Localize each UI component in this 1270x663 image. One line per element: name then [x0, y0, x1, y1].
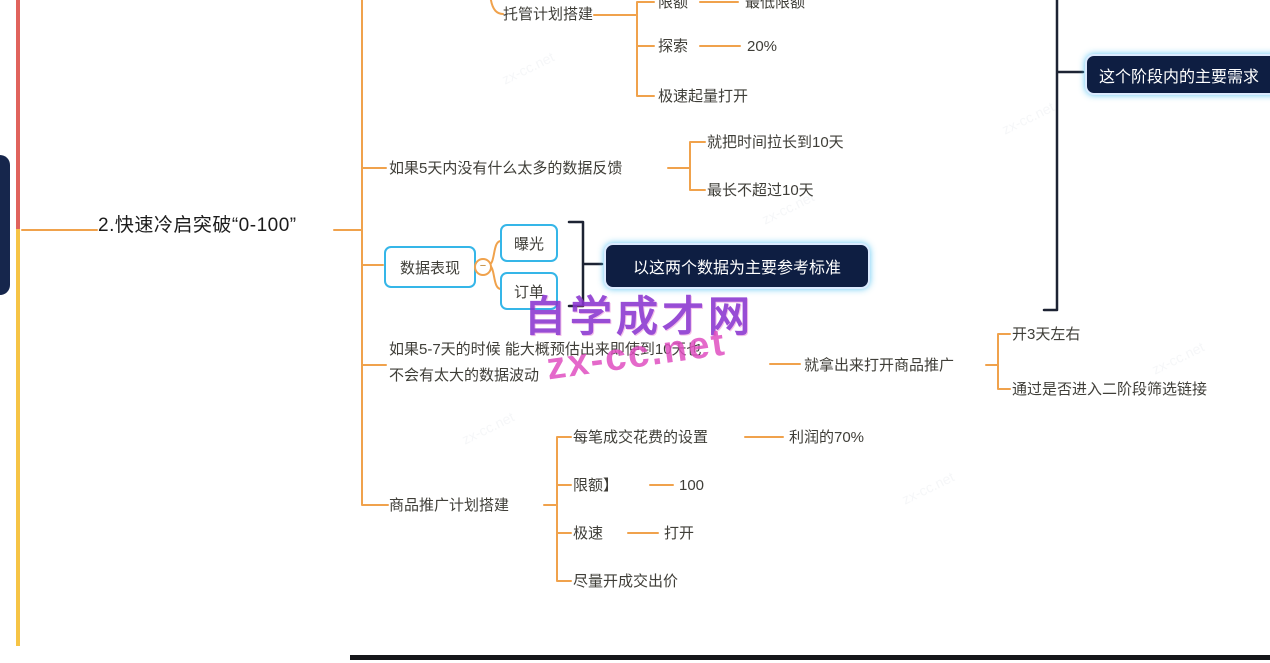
node-stage-two-filter[interactable]: 通过是否进入二阶段筛选链接 — [1012, 381, 1208, 398]
node-five-seven-day[interactable]: 如果5-7天的时候 能大概预估出来即使到10天也 不会有太大的数据波动 — [389, 337, 702, 389]
node-promo-rapid-value[interactable]: 打开 — [664, 525, 695, 542]
node-five-day-feedback[interactable]: 如果5天内没有什么太多的数据反馈 — [389, 160, 623, 177]
node-explore[interactable]: 探索 — [658, 38, 689, 55]
node-cost-per-order-value[interactable]: 利润的70% — [789, 429, 865, 446]
node-product-promo-plan[interactable]: 商品推广计划搭建 — [389, 497, 510, 514]
video-progress-bar[interactable] — [350, 655, 1270, 660]
branch-line-yellow — [16, 229, 20, 646]
node-orders[interactable]: 订单 — [500, 272, 558, 310]
callout-stage-requirement[interactable]: 这个阶段内的主要需求 — [1085, 54, 1270, 95]
node-promo-rapid[interactable]: 极速 — [573, 525, 604, 542]
node-three-days[interactable]: 开3天左右 — [1012, 326, 1081, 343]
node-explore-value[interactable]: 20% — [747, 38, 778, 55]
node-rapid-boost[interactable]: 极速起量打开 — [658, 88, 749, 105]
node-extend-to-10-days[interactable]: 就把时间拉长到10天 — [707, 134, 844, 151]
node-limit-value[interactable]: 最低限额 — [745, 0, 806, 11]
node-root[interactable]: 2.快速冷启突破“0-100” — [98, 215, 297, 236]
watermark-title: 自学成才网 — [524, 293, 755, 340]
node-max-10-days[interactable]: 最长不超过10天 — [707, 182, 814, 199]
node-five-seven-day-line1: 如果5-7天的时候 能大概预估出来即使到10天也 — [389, 341, 702, 358]
node-open-promo[interactable]: 就拿出来打开商品推广 — [804, 357, 955, 374]
node-promo-limit[interactable]: 限额】 — [573, 477, 619, 494]
node-five-seven-day-line2: 不会有太大的数据波动 — [389, 367, 540, 384]
branch-line-red — [16, 0, 20, 231]
node-promo-bid[interactable]: 尽量开成交出价 — [573, 573, 679, 590]
callout-metrics-standard[interactable]: 以这两个数据为主要参考标准 — [604, 243, 870, 289]
node-exposure[interactable]: 曝光 — [500, 224, 558, 262]
node-data-performance[interactable]: 数据表现 — [384, 246, 476, 288]
node-promo-limit-value[interactable]: 100 — [679, 477, 705, 494]
node-hosting-plan[interactable]: 托管计划搭建 — [503, 6, 594, 23]
collapse-button[interactable]: − — [474, 258, 492, 276]
collapsed-branch-tab[interactable] — [0, 155, 10, 295]
node-limit[interactable]: 限额 — [658, 0, 689, 11]
node-cost-per-order[interactable]: 每笔成交花费的设置 — [573, 429, 709, 446]
